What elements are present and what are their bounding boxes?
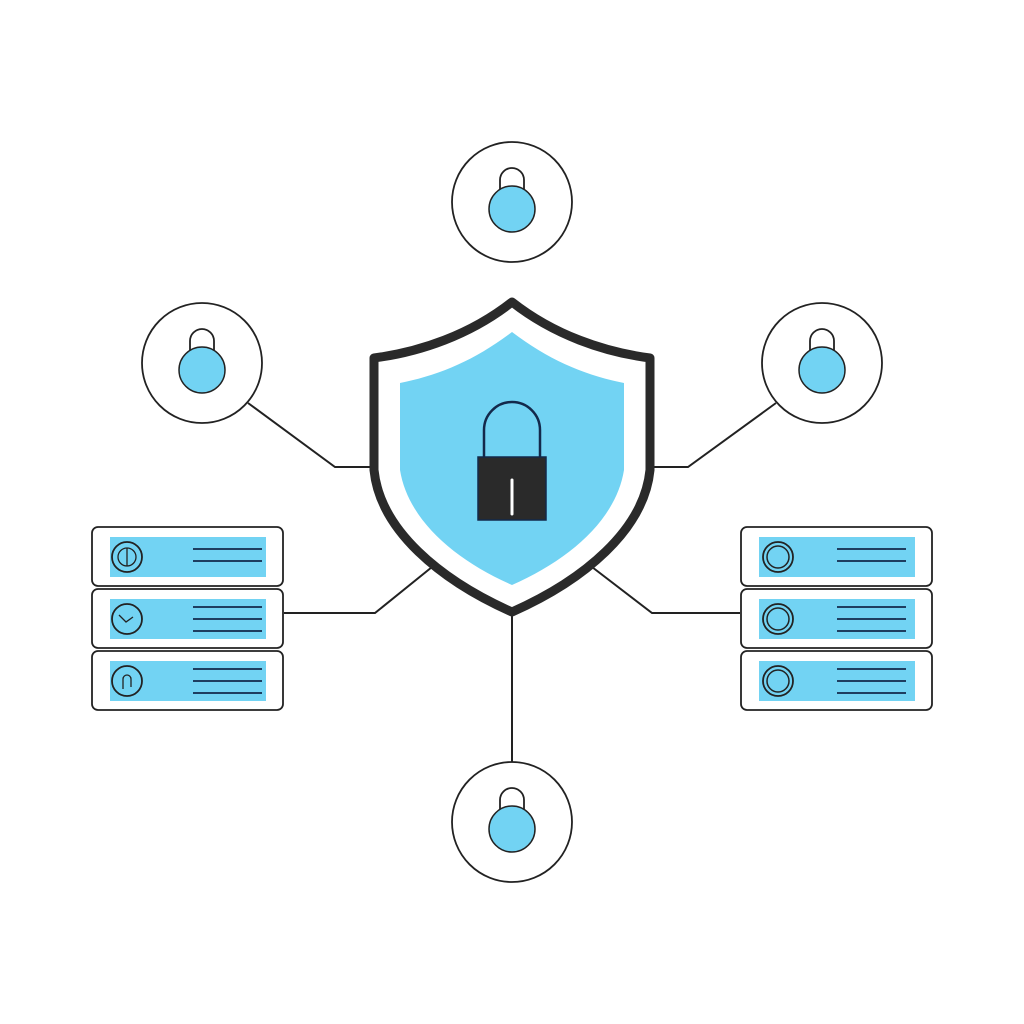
- connector-left: [247, 402, 376, 468]
- padlock-icon: [178, 328, 226, 394]
- server-row: [91, 588, 284, 649]
- ring-icon: [762, 541, 794, 573]
- ring-icon: [762, 665, 794, 697]
- node-left: [141, 302, 263, 424]
- padlock-icon: [798, 328, 846, 394]
- server-row: [91, 650, 284, 711]
- node-top: [451, 141, 573, 263]
- padlock-shackle: [482, 400, 542, 458]
- shield-lock-icon: [369, 297, 655, 617]
- server-stack-right: [740, 526, 933, 711]
- connector-right: [648, 402, 777, 468]
- connectors: [247, 402, 777, 762]
- gauge-icon: [111, 603, 143, 635]
- connector-left-servers: [284, 566, 433, 614]
- server-row: [740, 526, 933, 587]
- server-row: [740, 650, 933, 711]
- node-bottom: [451, 761, 573, 883]
- server-row: [740, 588, 933, 649]
- server-row: [91, 526, 284, 587]
- node-right: [761, 302, 883, 424]
- ring-icon: [762, 603, 794, 635]
- padlock-icon: [488, 167, 536, 233]
- padlock-icon: [488, 787, 536, 853]
- connector-right-servers: [591, 566, 740, 614]
- power-icon: [111, 541, 143, 573]
- fingerprint-icon: [111, 665, 143, 697]
- server-stack-left: [91, 526, 284, 711]
